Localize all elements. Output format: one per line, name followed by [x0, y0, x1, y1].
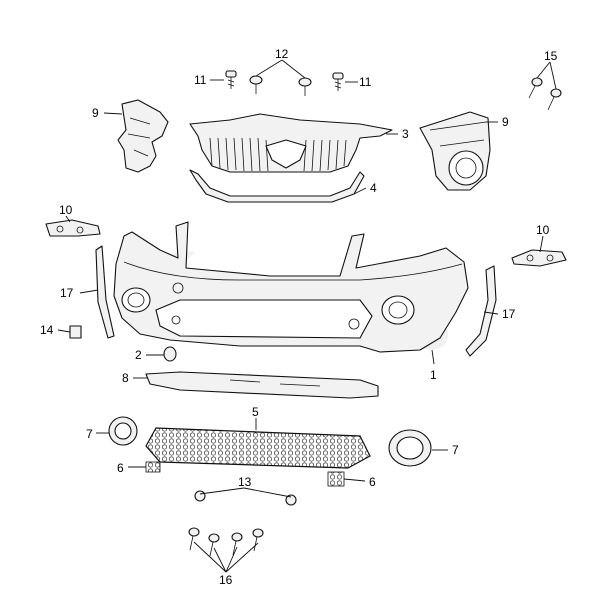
bolt-16-a: [188, 527, 200, 551]
tow-eye-cap-2: [163, 346, 177, 362]
callout-11-left: 11: [194, 73, 207, 87]
callout-9-right: 9: [502, 115, 509, 129]
screw-12-right: [298, 77, 312, 96]
side-trim-17-left: [95, 245, 115, 339]
leader-lines: [57, 59, 557, 573]
callout-9-left: 9: [92, 106, 99, 120]
callout-7-left: 7: [86, 427, 93, 441]
bracket-9-right: [419, 111, 491, 191]
callout-11-right: 11: [359, 75, 372, 89]
bracket-10-left: [45, 219, 101, 237]
fog-ring-7-right: [388, 429, 432, 467]
callout-17-right: 17: [502, 307, 516, 321]
nut-13-left: [194, 490, 206, 502]
grille-trim-4: [189, 169, 365, 203]
callout-5: 5: [252, 405, 259, 419]
callout-6-right: 6: [369, 475, 376, 489]
screw-11-left: [225, 70, 237, 89]
callout-14: 14: [40, 323, 54, 337]
bracket-9-left: [117, 99, 169, 173]
callout-16: 16: [219, 573, 233, 587]
bumper-cover-1: [113, 221, 469, 353]
callout-17-left: 17: [60, 286, 74, 300]
callout-6-left: 6: [117, 461, 124, 475]
callout-8: 8: [122, 371, 129, 385]
bolt-16-d: [252, 528, 264, 552]
callout-7-right: 7: [452, 443, 459, 457]
callout-15: 15: [544, 49, 558, 63]
callout-3: 3: [402, 127, 409, 141]
screw-12-left: [249, 75, 263, 94]
screw-11-right: [332, 72, 344, 91]
side-trim-17-right: [465, 265, 497, 357]
callout-10-right: 10: [536, 223, 550, 237]
small-grille-6-right: [327, 471, 345, 487]
screw-15-b: [547, 88, 562, 111]
bracket-10-right: [511, 249, 567, 267]
screw-15-a: [528, 77, 543, 99]
clip-14: [69, 325, 82, 339]
radiator-grille-3: [189, 113, 393, 173]
callout-13: 13: [238, 475, 252, 489]
lower-grille-5: [145, 427, 371, 469]
nut-13-right: [285, 494, 297, 506]
callout-1: 1: [430, 368, 437, 382]
bolt-16-b: [208, 533, 220, 557]
callout-2: 2: [135, 348, 142, 362]
callout-4: 4: [370, 181, 377, 195]
callout-10-left: 10: [59, 203, 73, 217]
small-grille-6-left: [145, 461, 161, 473]
bolt-16-c: [231, 532, 243, 556]
callouts: 12 11 11 15 9 9 3 4 10 10 17 17 14 2 1 8…: [40, 47, 558, 587]
callout-12: 12: [275, 47, 289, 61]
lower-strip-8: [145, 371, 379, 399]
fog-ring-7-left: [108, 416, 138, 446]
